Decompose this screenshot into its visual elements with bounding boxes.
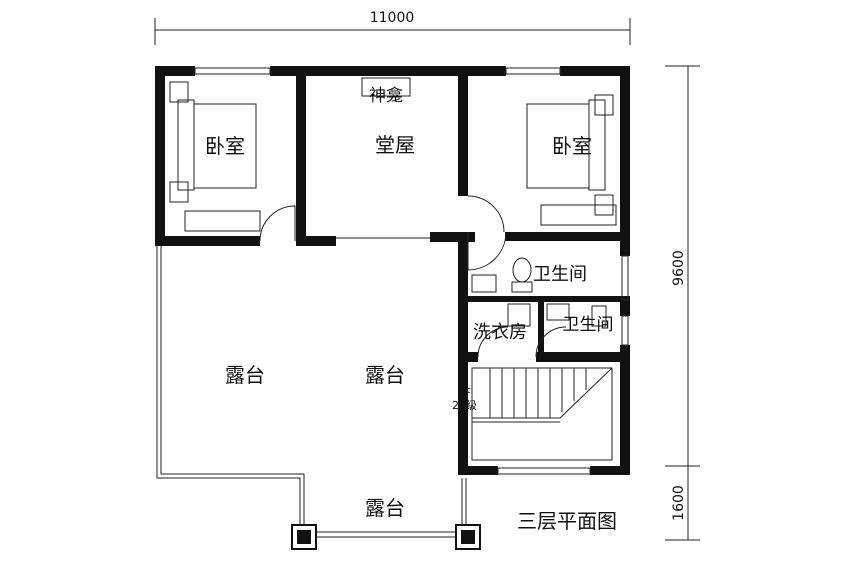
dimension-width: 11000 xyxy=(370,10,415,26)
dimension-top: 11000 xyxy=(154,10,631,45)
room-bedroom-left: 卧室 xyxy=(205,134,245,158)
room-wc-small: 卫生间 xyxy=(563,315,614,335)
room-hall: 堂屋 xyxy=(375,133,415,157)
dimension-depth-terrace: 1600 xyxy=(671,485,687,521)
plan-title: 三层平面图 xyxy=(517,509,617,533)
room-shrine: 神龛 xyxy=(369,86,403,106)
room-bedroom-right: 卧室 xyxy=(552,134,592,158)
room-bathroom: 卫生间 xyxy=(533,264,587,285)
stairs-steps: 20级 xyxy=(452,399,477,412)
doors xyxy=(259,195,567,358)
room-terrace-left: 露台 xyxy=(225,363,265,387)
terrace-outline xyxy=(156,245,481,550)
stairs: 下 20级 xyxy=(452,367,613,461)
dimension-right: 9600 1600 xyxy=(665,65,700,541)
stairs-direction: 下 xyxy=(461,388,471,399)
windows xyxy=(194,67,629,475)
room-terrace-front: 露台 xyxy=(365,496,405,520)
room-laundry: 洗衣房 xyxy=(473,322,527,343)
dimension-depth-main: 9600 xyxy=(671,250,687,286)
furniture xyxy=(169,77,617,327)
room-terrace-center: 露台 xyxy=(365,363,405,387)
walls xyxy=(155,66,630,475)
